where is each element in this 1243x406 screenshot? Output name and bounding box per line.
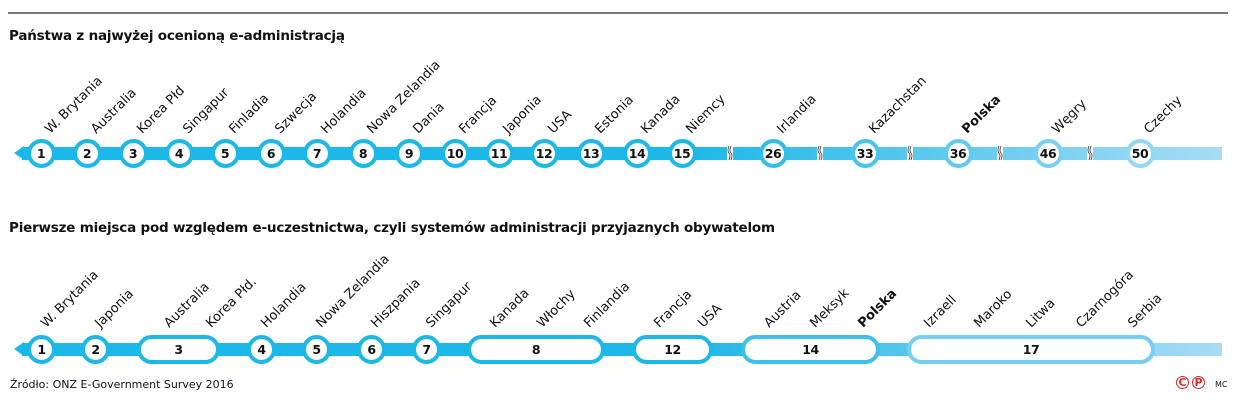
country-label: Kazachstan (866, 73, 930, 137)
rank-group: 8 (467, 334, 605, 364)
country-label: Francja (651, 287, 696, 331)
country-label: Holandia (258, 279, 310, 331)
country-label: Szwecja (272, 89, 321, 137)
rank-group: 4 (247, 334, 276, 364)
country-label: Francja (456, 93, 501, 137)
copyright-c-icon: C (1176, 376, 1189, 389)
break-mark-icon (997, 142, 1003, 164)
country-label: Japonia (500, 92, 545, 137)
rank-node: 3 (118, 138, 148, 168)
country-label: Dania (410, 99, 448, 137)
break-mark-icon (727, 142, 733, 164)
rank-group: 1 (27, 334, 56, 364)
country-label: Estonia (592, 92, 637, 137)
title-e-administration: Państwa z najwyżej ocenioną e-administra… (9, 28, 345, 44)
country-label: Izraell (921, 292, 960, 331)
rank-group: 6 (357, 334, 386, 364)
rank-node: 14 (622, 138, 652, 168)
country-label: Austria (761, 287, 805, 331)
rank-node: 15 (667, 138, 697, 168)
country-label: Singapur (180, 85, 233, 137)
country-label: Finladia (226, 91, 273, 137)
copyright-p-icon: P (1192, 376, 1205, 389)
line-arrow-icon (14, 146, 24, 160)
country-label: Meksyk (807, 285, 853, 331)
country-label: Korea Płd (134, 83, 188, 137)
country-label: Singapur (423, 279, 476, 331)
rank-node: 2 (72, 138, 102, 168)
country-label: Polska (855, 286, 900, 331)
rank-node: 50 (1125, 138, 1155, 168)
country-label: Włochy (534, 286, 579, 331)
top-rule (8, 12, 1228, 14)
rank-node: 4 (164, 138, 194, 168)
country-label: Polska (959, 92, 1004, 137)
country-label: Maroko (971, 287, 1016, 331)
rank-node: 9 (394, 138, 424, 168)
rank-node: 10 (440, 138, 470, 168)
country-label: Czechy (1141, 93, 1186, 137)
country-label: Kanada (638, 91, 684, 137)
title-e-participation: Pierwsze miejsca pod względem e-uczestni… (9, 220, 775, 236)
rank-node: 6 (256, 138, 286, 168)
rank-node: 26 (758, 138, 788, 168)
rank-node: 46 (1033, 138, 1063, 168)
country-label: USA (695, 301, 726, 331)
country-label: Niemcy (683, 91, 729, 137)
rank-node: 7 (302, 138, 332, 168)
country-label: Australia (88, 85, 140, 137)
country-label: W. Brytania (38, 267, 102, 331)
country-label: USA (545, 107, 576, 137)
country-label: Finlandia (581, 279, 634, 331)
country-label: Korea Płd. (203, 274, 260, 331)
country-label: Irlandia (774, 91, 820, 137)
rank-node: 12 (529, 138, 559, 168)
rank-group: 5 (302, 334, 331, 364)
break-mark-icon (817, 142, 823, 164)
rank-node: 5 (210, 138, 240, 168)
rank-node: 8 (348, 138, 378, 168)
line-arrow-icon (14, 342, 24, 356)
country-label: Australia (161, 279, 213, 331)
rank-node: 1 (26, 138, 56, 168)
rank-node: 33 (850, 138, 880, 168)
break-mark-icon (907, 142, 913, 164)
rank-node: 36 (943, 138, 973, 168)
rank-group: 14 (741, 334, 880, 364)
rank-group: 2 (81, 334, 110, 364)
country-label: Japonia (92, 286, 137, 331)
break-mark-icon (1087, 142, 1093, 164)
author-initials: MC (1215, 380, 1228, 389)
country-label: Kanada (487, 285, 533, 331)
rank-group: 12 (632, 334, 713, 364)
rank-group: 17 (907, 334, 1155, 364)
country-label: Węgry (1049, 96, 1090, 137)
source-note: Źródło: ONZ E-Government Survey 2016 (10, 378, 234, 391)
country-label: Serbia (1125, 291, 1166, 331)
rank-node: 13 (576, 138, 606, 168)
country-label: Litwa (1023, 295, 1059, 331)
rank-node: 11 (484, 138, 514, 168)
rank-group: 7 (412, 334, 441, 364)
country-label: Holandia (318, 85, 370, 137)
country-label: Hiszpania (368, 275, 424, 331)
rank-group: 3 (137, 334, 220, 364)
